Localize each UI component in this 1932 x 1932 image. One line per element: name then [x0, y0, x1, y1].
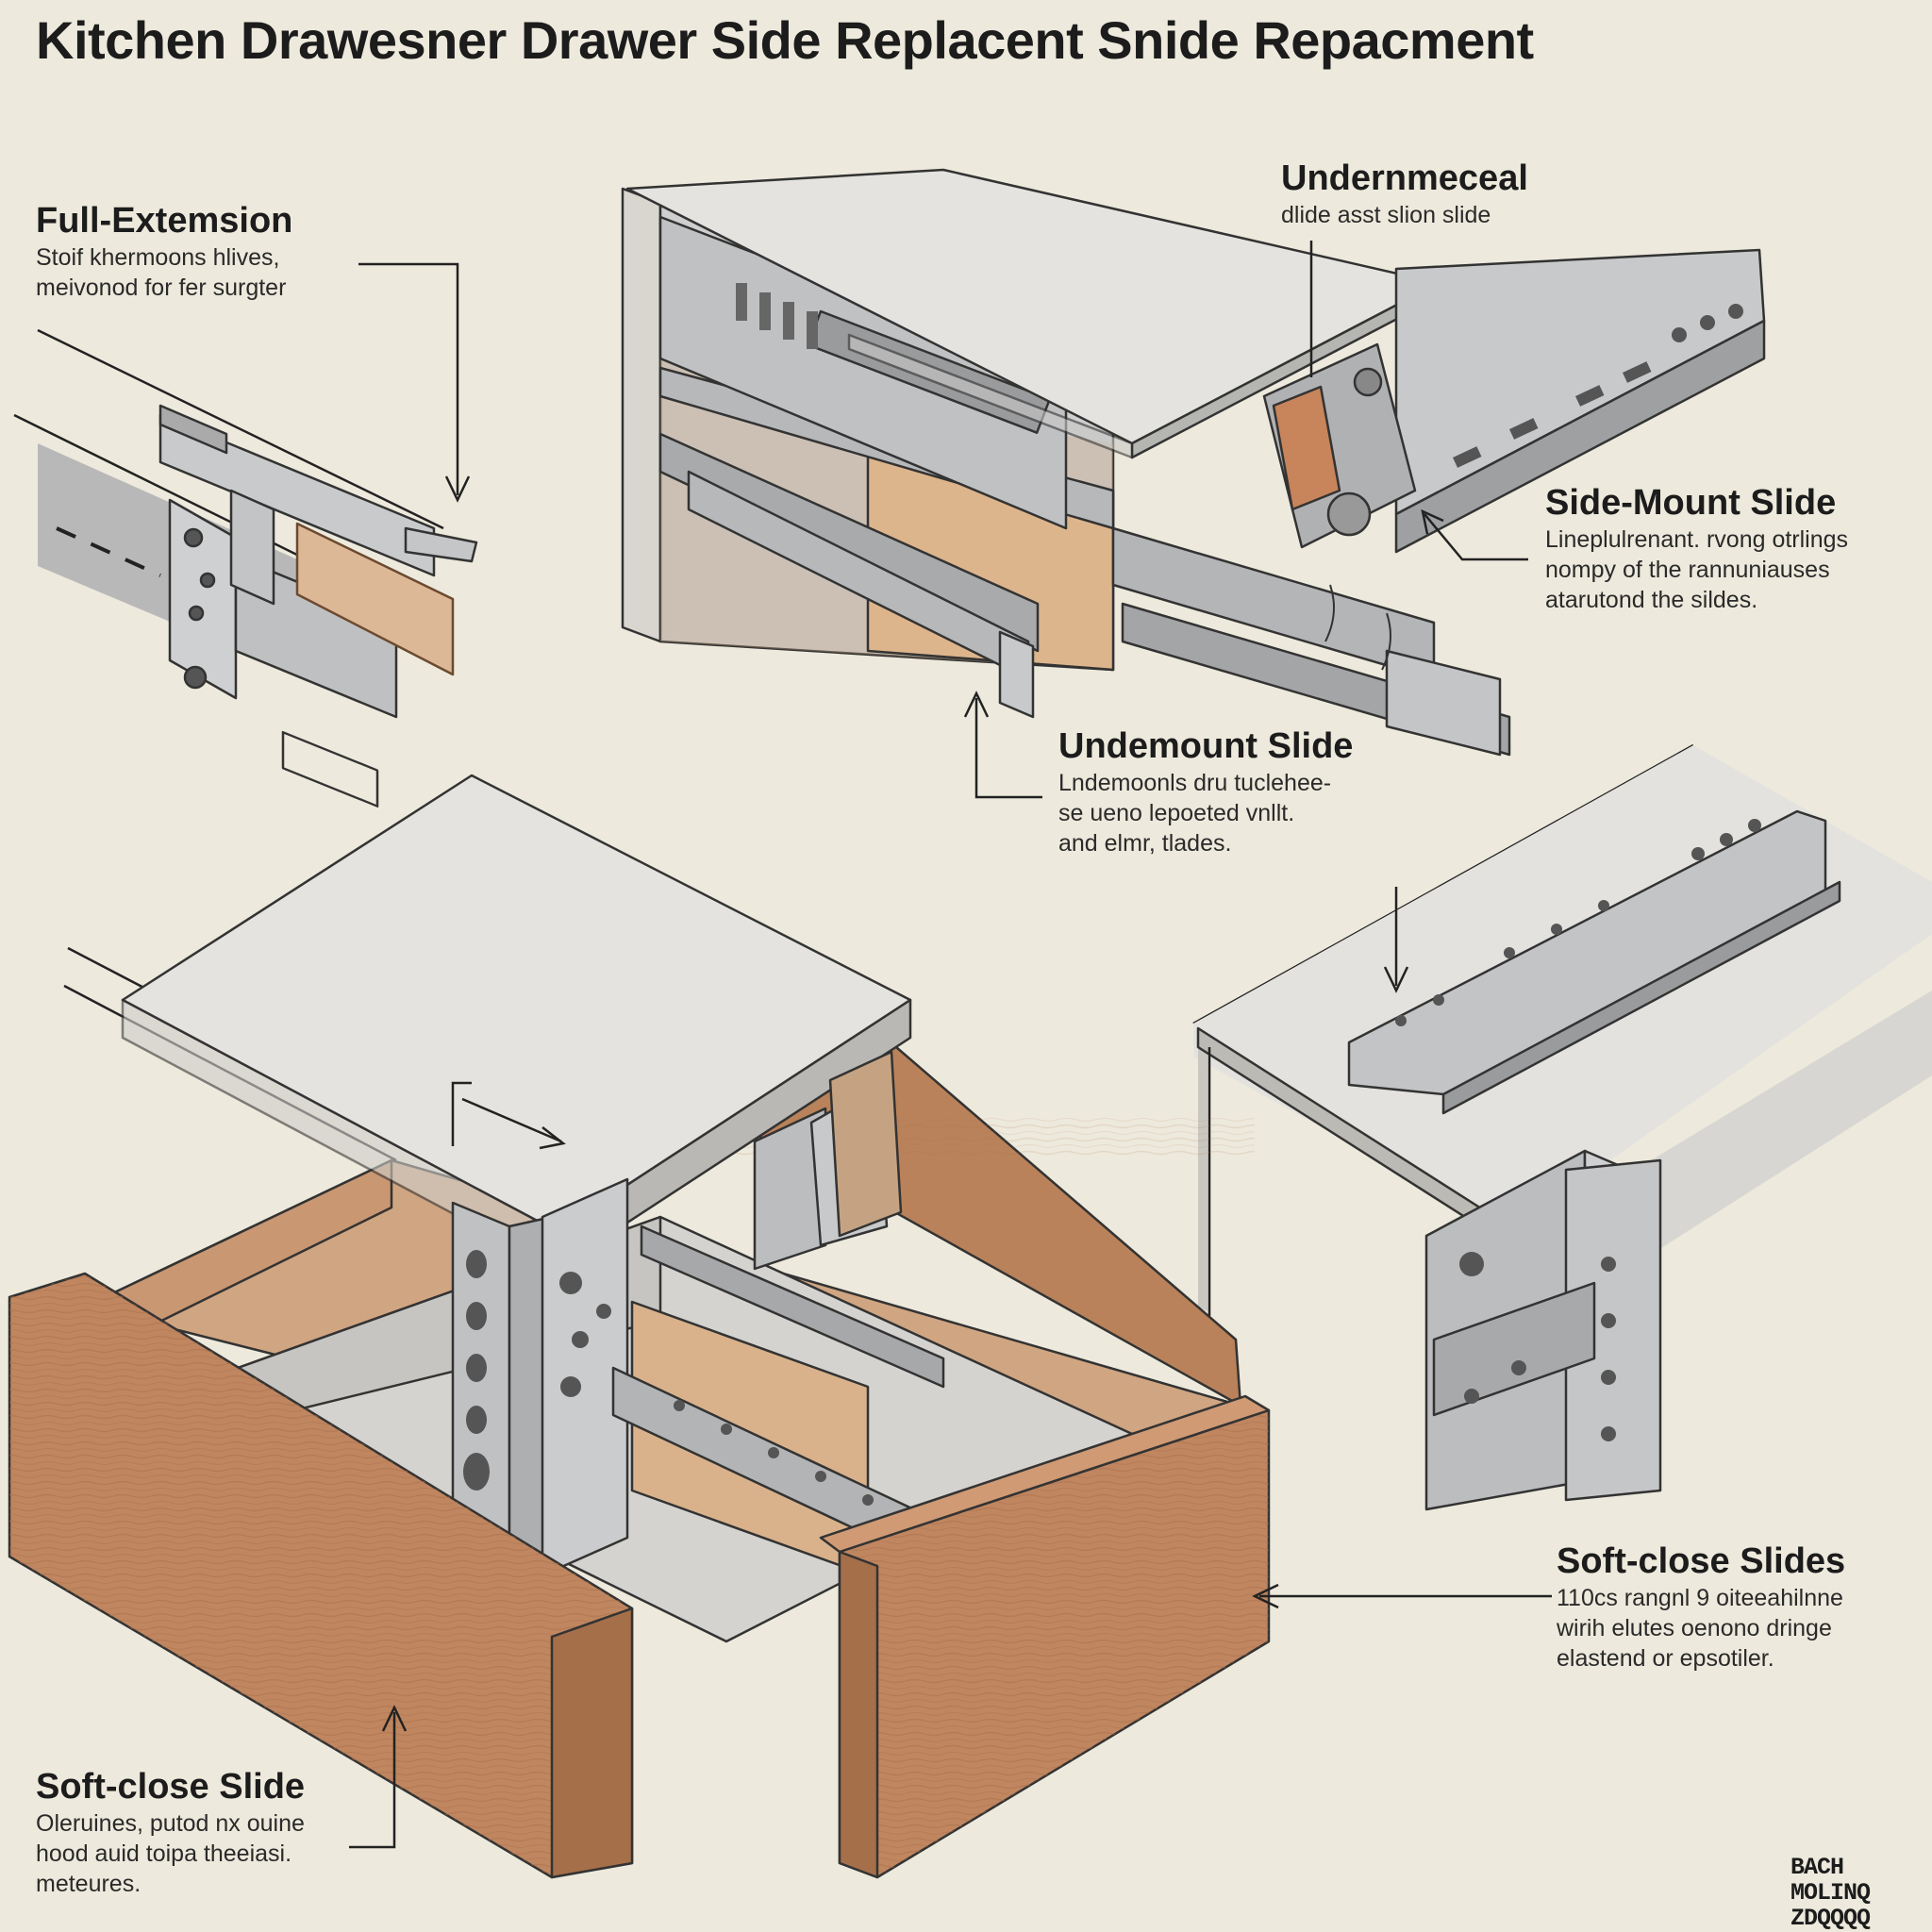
- callout-full-extension-line: meivonod for fer surgter: [36, 274, 287, 301]
- callout-side-mount-line: Lineplulrenant. rvong otrlings: [1545, 525, 1849, 553]
- publisher-stamp: BACH MOLINQ ZDQQQQ: [1790, 1854, 1871, 1932]
- soft-close-slide-pointer: [349, 1705, 408, 1849]
- callout-undermount: Undemount Slide Lndemoonls dru tuclehee-…: [1058, 726, 1353, 858]
- callout-soft-close-slide: Soft-close Slide Oleruines, putod nx oui…: [36, 1767, 305, 1899]
- callout-undermount-line: and elmr, tlades.: [1058, 829, 1232, 857]
- callout-soft-close-slides-heading: Soft-close Slides: [1557, 1541, 1846, 1581]
- callout-undermeceal: Undernmeceal dlide asst slion slide: [1281, 158, 1528, 230]
- callout-soft-close-slide-line: hood auid toipa theeiasi.: [36, 1840, 292, 1867]
- callout-soft-close-slides-line: wirih elutes oenono dringe: [1557, 1614, 1832, 1641]
- callout-soft-close-slide-line: Oleruines, putod nx ouine: [36, 1809, 305, 1837]
- side-mount-rail-pointer: [1383, 887, 1409, 993]
- cabinet-rail-illustration: [621, 168, 1766, 757]
- callout-full-extension: Full-Extemsion Stoif khermoons hlives, m…: [36, 201, 292, 303]
- side-mount-pointer: [1421, 508, 1528, 561]
- full-extension-pointer: [358, 262, 471, 503]
- callout-soft-close-slide-heading: Soft-close Slide: [36, 1767, 306, 1807]
- callout-undermeceal-heading: Undernmeceal: [1281, 158, 1528, 198]
- callout-undermount-line: Lndemoonls dru tuclehee-: [1058, 769, 1332, 796]
- callout-soft-close-slide-line: meteures.: [36, 1870, 142, 1897]
- stamp-line: ZDQQQQ: [1790, 1905, 1871, 1932]
- callout-soft-close-slides-line: elastend or epsotiler.: [1557, 1644, 1774, 1672]
- stamp-line: BACH: [1790, 1854, 1844, 1881]
- page-title: Kitchen Drawesner Drawer Side Replacent …: [36, 10, 1534, 70]
- callout-undermount-line: se ueno lepoeted vnllt.: [1058, 799, 1295, 826]
- soft-close-slides-pointer: [1252, 1583, 1552, 1609]
- callout-side-mount: Side-Mount Slide Lineplulrenant. rvong o…: [1545, 483, 1848, 615]
- countertop-direction-marker: [451, 1081, 566, 1150]
- stamp-line: MOLINQ: [1790, 1879, 1871, 1907]
- callout-side-mount-line: nompy of the rannuniauses: [1545, 556, 1830, 583]
- undermount-pointer: [963, 691, 1042, 799]
- side-mount-illustration: [1192, 743, 1932, 1511]
- callout-soft-close-slides: Soft-close Slides 110cs rangnl 9 oiteeah…: [1557, 1541, 1845, 1674]
- callout-side-mount-line: atarutond the sildes.: [1545, 586, 1758, 613]
- callout-undermount-heading: Undemount Slide: [1058, 726, 1354, 766]
- callout-full-extension-heading: Full-Extemsion: [36, 201, 293, 241]
- full-extension-illustration: [13, 328, 478, 808]
- drawer-illustration: [8, 774, 1271, 1879]
- callout-soft-close-slides-line: 110cs rangnl 9 oiteeahilnne: [1557, 1584, 1843, 1611]
- callout-full-extension-line: Stoif khermoons hlives,: [36, 243, 280, 271]
- callout-undermeceal-line: dlide asst slion slide: [1281, 201, 1491, 228]
- callout-side-mount-heading: Side-Mount Slide: [1545, 483, 1837, 523]
